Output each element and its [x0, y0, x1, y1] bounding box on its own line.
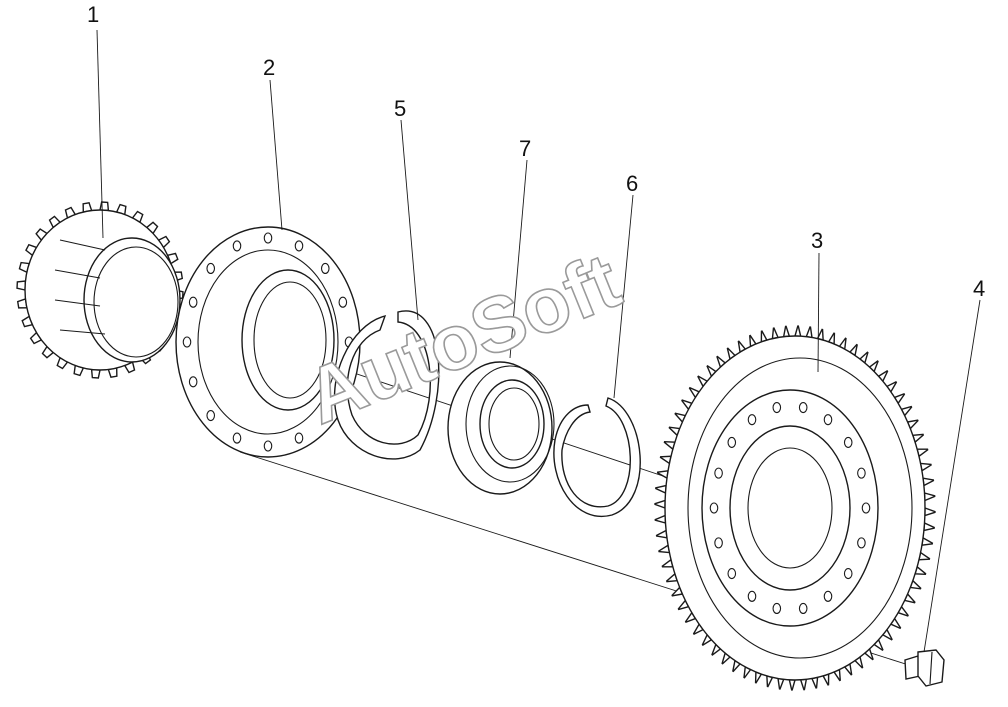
- gear-tooth: [923, 492, 936, 502]
- bolt-hole: [232, 240, 242, 252]
- gear-tooth: [922, 477, 935, 487]
- bolt-hole: [320, 409, 330, 422]
- callout-7: 7: [519, 136, 531, 161]
- callout-3: 3: [811, 228, 823, 253]
- gear-tooth: [924, 507, 936, 517]
- bolt-hole: [263, 232, 273, 244]
- bolt-hole: [294, 240, 304, 252]
- bolt-hole: [772, 401, 782, 414]
- bolt-hole: [338, 296, 348, 308]
- bolt-hole: [843, 568, 853, 580]
- gear-tooth: [90, 368, 101, 379]
- bolt-hole: [294, 432, 304, 444]
- part-4-bolt: [904, 649, 945, 687]
- part-2-flange: [175, 226, 361, 458]
- bolt-hole: [232, 432, 242, 444]
- bolt-hole: [861, 502, 871, 514]
- bolt-hole: [798, 401, 808, 414]
- bolt-hole: [188, 376, 198, 388]
- bolt-hole: [843, 436, 853, 448]
- bolt-hole: [320, 262, 330, 275]
- gear-tooth: [805, 326, 813, 339]
- callout-2: 2: [263, 55, 275, 80]
- gear-tooth: [655, 484, 667, 495]
- bolt-hole: [798, 602, 808, 615]
- gear-tooth: [923, 521, 935, 532]
- bolt-hole: [714, 467, 723, 479]
- gear-tooth: [16, 280, 27, 291]
- bolt-hole: [727, 568, 737, 580]
- gear-tooth: [794, 325, 802, 337]
- part-5-snap-ring: [333, 310, 440, 460]
- gear-tooth: [777, 677, 785, 690]
- gear-tooth: [654, 499, 666, 509]
- bolt-hole: [727, 436, 737, 448]
- leader-lines: [96, 29, 981, 653]
- callout-4: 4: [973, 276, 985, 301]
- gear-tooth: [782, 325, 791, 338]
- callout-labels: 1 2 3 4 5 6 7: [87, 2, 985, 301]
- part-3-bolt-holes: [709, 401, 871, 615]
- bolt-hole: [823, 414, 833, 426]
- part-3-gear-teeth: [654, 325, 936, 691]
- gear-tooth: [654, 514, 667, 524]
- part-1-splined-sleeve: [16, 201, 184, 379]
- bolt-hole: [823, 590, 833, 602]
- part-7-bearing: [447, 361, 555, 495]
- bolt-hole: [709, 502, 719, 514]
- bolt-hole: [182, 336, 192, 348]
- gear-tooth: [788, 679, 796, 691]
- bolt-hole: [714, 537, 723, 549]
- part-6-circlip: [553, 397, 641, 518]
- part-3-large-gear: [654, 325, 936, 691]
- bolt-hole: [772, 602, 782, 615]
- bolt-hole: [263, 440, 273, 452]
- bolt-hole: [206, 409, 216, 422]
- bolt-hole: [188, 296, 198, 308]
- bolt-hole: [857, 467, 866, 479]
- callout-5: 5: [394, 96, 406, 121]
- callout-1: 1: [87, 2, 99, 27]
- bolt-hole: [857, 537, 866, 549]
- bolt-hole: [206, 262, 216, 275]
- gear-tooth: [99, 201, 110, 212]
- gear-tooth: [655, 529, 668, 539]
- bolt-hole: [747, 590, 757, 602]
- callout-6: 6: [626, 171, 638, 196]
- gear-tooth: [799, 678, 808, 691]
- bolt-hole: [747, 414, 757, 426]
